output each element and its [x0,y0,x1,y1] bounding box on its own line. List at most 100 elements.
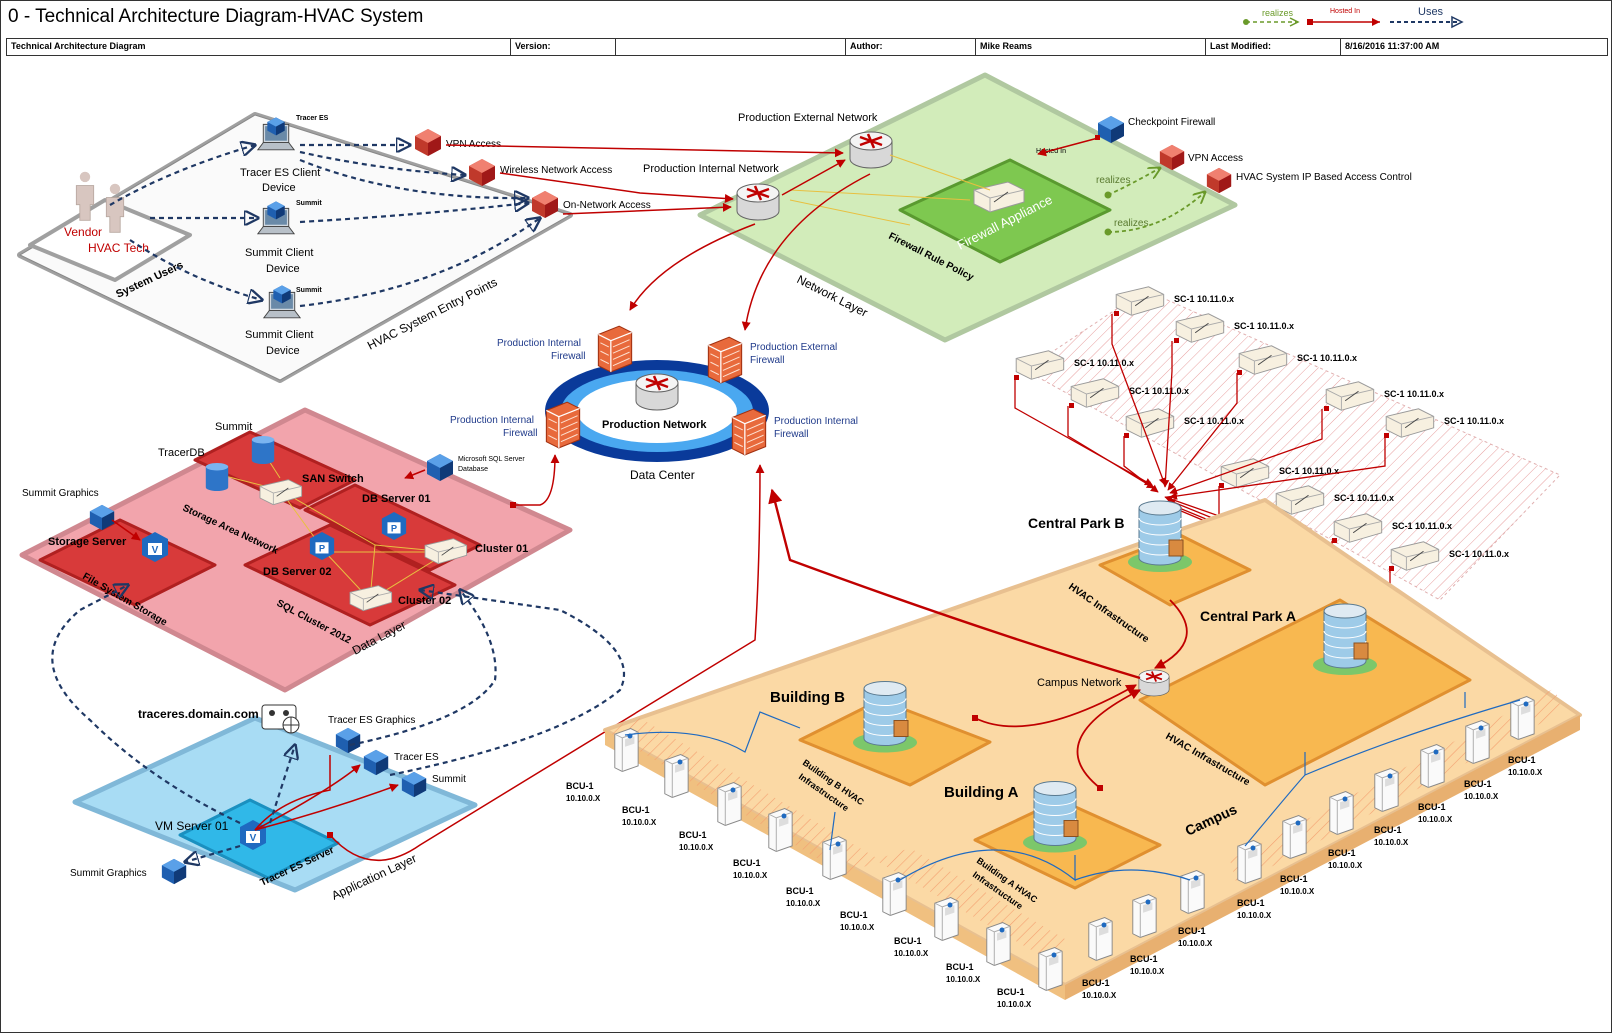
tracer-es-client-line1: Tracer ES Client [240,167,320,179]
legend-uses-label: Uses [1418,6,1444,18]
bcu-name-label: BCU-1 [1328,848,1356,858]
bcu-name-label: BCU-1 [1130,954,1158,964]
ip-access-control-label: HVAC System IP Based Access Control [1236,172,1412,183]
bcu-name-label: BCU-1 [786,886,814,896]
summit-graphics-app-label: Summit Graphics [70,868,147,879]
bcu-ip-label: 10.10.0.X [894,949,929,958]
on-network-access-label: On-Network Access [563,200,651,211]
version-label: Version: [511,39,616,55]
tracer-es-tag: Tracer ES [296,115,329,122]
diagram-title: 0 - Technical Architecture Diagram-HVAC … [8,6,424,27]
bcu-cabinet-icon [1510,696,1535,740]
bcu-ip-label: 10.10.0.X [1082,991,1117,1000]
bcu-ip-label: 10.10.0.X [1178,939,1213,948]
vpn-access-label: VPN Access [446,139,501,150]
summit-database-icon [251,436,275,464]
sc-controller-label: SC-1 10.11.0.x [1129,386,1189,396]
bcu-unit-12: BCU-110.10.0.X [1178,870,1213,948]
author-value: Mike Reams [976,39,1206,55]
bcu-cabinet-icon [1374,768,1399,812]
bcu-name-label: BCU-1 [997,987,1025,997]
bcu-name-label: BCU-1 [840,910,868,920]
bcu-ip-label: 10.10.0.X [1130,967,1165,976]
hvac-tech-label: HVAC Tech [88,241,149,255]
bcu-name-label: BCU-1 [1508,755,1536,765]
bcu-ip-label: 10.10.0.X [679,843,714,852]
bcu-unit-13: BCU-110.10.0.X [1237,840,1272,920]
bcu-cabinet-icon [768,808,793,852]
campus-network-router-icon [1137,669,1171,697]
building-b-label: Building B [770,689,845,706]
sc-controller-label: SC-1 10.11.0.x [1449,549,1509,559]
legend: realizes Hosted In Uses [1243,6,1464,29]
bcu-ip-label: 10.10.0.X [622,818,657,827]
tracerdb-database-icon [205,463,229,491]
bcu-unit-8: BCU-110.10.0.X [946,922,1011,984]
sc-controller-label: SC-1 10.11.0.x [1074,358,1134,368]
bcu-name-label: BCU-1 [946,962,974,972]
fw-internal-right-line1: Production Internal [774,416,858,427]
firewall-internal-top-icon [597,325,633,373]
realizes-label-2: realizes [1114,218,1148,229]
network-hosting-lines [789,154,991,226]
bcu-unit-6: BCU-1 10.10.0.X [840,872,907,932]
bcu-unit-17: BCU-110.10.0.X [1418,744,1453,824]
sc-controller-11: SC-1 10.11.0.x [1332,513,1452,543]
sc-controller-3: SC-1 10.11.0.x [1237,345,1357,375]
production-external-network-router-icon [848,130,894,170]
sc-controller-label: SC-1 10.11.0.x [1279,466,1339,476]
sc-controller-label: SC-1 10.11.0.x [1297,353,1357,363]
bcu-ip-label: 10.10.0.X [786,899,821,908]
san-links [224,449,449,601]
wireless-access-label: Wireless Network Access [500,165,612,176]
bcu-ip-label: 10.10.0.X [566,794,601,803]
db-server-01-label: DB Server 01 [362,493,431,505]
bcu-name-label: BCU-1 [679,830,707,840]
tracer-es-label: Tracer ES [394,752,439,763]
data-center: Production Network Data Center Productio… [450,325,858,482]
bcu-ip-label: 10.10.0.X [1374,838,1409,847]
data-center-label: Data Center [630,468,695,482]
network-layer: Network Layer Firewall Appliance Firewal… [643,72,1412,343]
modified-value: 8/16/2016 11:37:00 AM [1345,41,1440,51]
mssql-line2: Database [458,466,488,473]
bcu-ip-label: 10.10.0.X [1464,792,1499,801]
cluster-02-label: Cluster 02 [398,595,451,607]
bcu-name-label: BCU-1 [1374,825,1402,835]
data-layer: Data Layer Summit TracerDB SAN Switch St… [19,407,573,693]
fw-internal-left-line2: Firewall [503,428,537,439]
fw-internal-left-line1: Production Internal [450,415,534,426]
fw-internal-right-line2: Firewall [774,429,808,440]
fw-internal-top-line1: Production Internal [497,338,581,349]
bcu-ip-label: 10.10.0.X [840,923,875,932]
realizes-label-1: realizes [1096,175,1130,186]
sc-controller-label: SC-1 10.11.0.x [1384,389,1444,399]
bcu-unit-11: BCU-1 10.10.0.X [1130,894,1165,976]
checkpoint-firewall-label: Checkpoint Firewall [1128,117,1215,128]
bcu-ip-label: 10.10.0.X [1508,768,1543,777]
tracer-es-graphics-label: Tracer ES Graphics [328,715,415,726]
bcu-cabinet-icon [1420,744,1445,788]
bcu-ip-label: 10.10.0.X [997,1000,1032,1009]
bcu-unit-18: BCU-1 10.10.0.X [1464,720,1499,801]
vendor-label: Vendor [64,225,102,239]
bcu-unit-9: BCU-1 10.10.0.X [997,947,1063,1009]
sc-controller-label: SC-1 10.11.0.x [1334,493,1394,503]
sc-controller-8: SC-1 10.11.0.x [1124,408,1244,438]
db-server-02-label: DB Server 02 [263,566,332,578]
author-label: Author: [846,39,976,55]
bcu-cabinet-icon [1180,870,1205,914]
bcu-name-label: BCU-1 [1464,779,1492,789]
bcu-cabinet-icon [1465,720,1490,764]
bcu-name-label: BCU-1 [622,805,650,815]
legend-realizes-label: realizes [1262,8,1294,18]
storage-server-label: Storage Server [48,536,127,548]
domain-label: traceres.domain.com [138,707,259,721]
bcu-ip-label: 10.10.0.X [1237,911,1272,920]
bcu-name-label: BCU-1 [1280,874,1308,884]
sc-controller-label: SC-1 10.11.0.x [1184,416,1244,426]
summit-client-b-line1: Summit Client [245,329,313,341]
bcu-ip-label: 10.10.0.X [733,871,768,880]
sc-controller-5: SC-1 10.11.0.x [1384,408,1504,438]
bcu-cabinet-icon [986,922,1011,966]
